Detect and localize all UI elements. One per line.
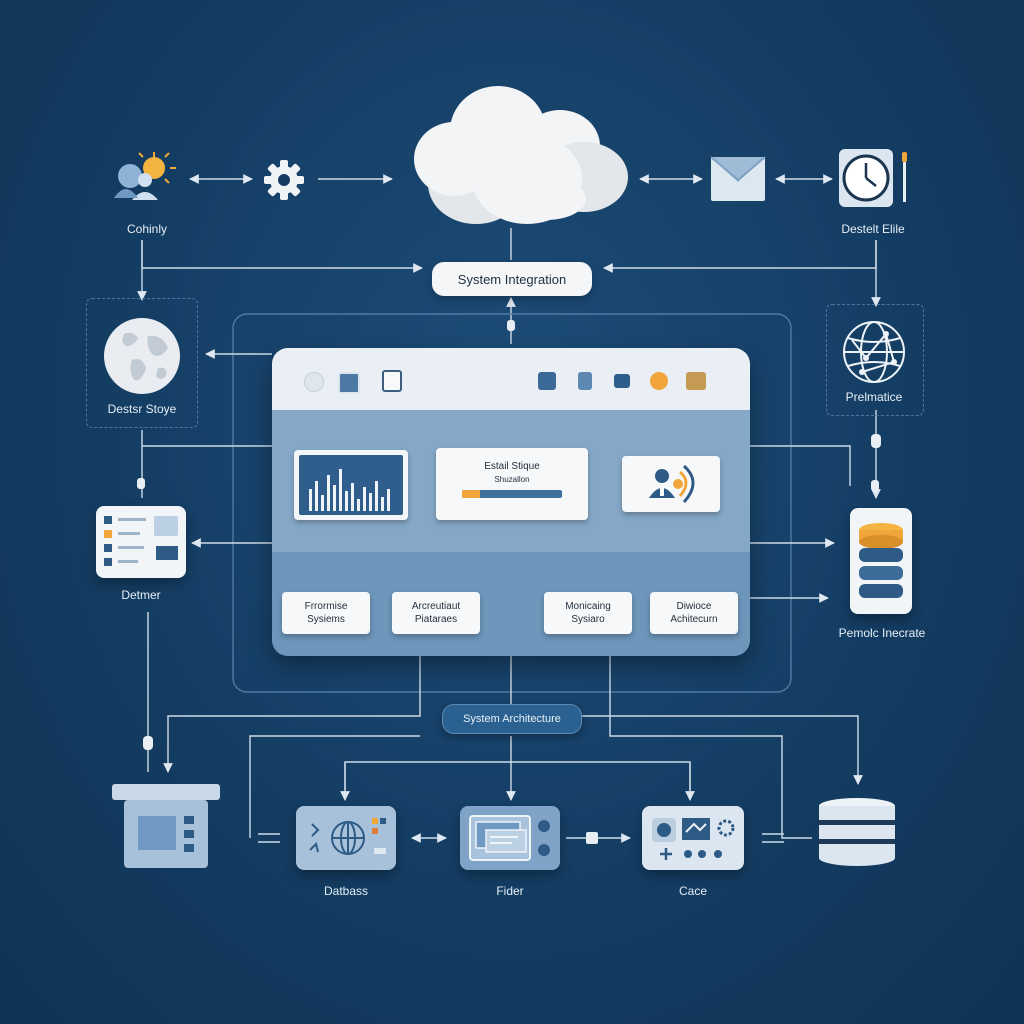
database-icon	[816, 796, 898, 872]
clock-icon	[838, 148, 912, 210]
card-label: Arcreutiaut	[411, 601, 461, 612]
server-monitor-icon	[110, 780, 222, 870]
control-device-icon	[642, 806, 744, 870]
detail-card-title: Estail Stique	[484, 461, 540, 472]
panel-toolbar	[272, 348, 750, 410]
network-globe-icon	[840, 318, 908, 386]
card-label: Sysiems	[307, 614, 345, 625]
detail-file-label: Destelt Elile	[841, 222, 905, 236]
user-signal-icon	[649, 464, 695, 504]
globe-icon	[102, 316, 182, 396]
enterprise-systems-card: Frrormise Sysiems	[282, 592, 370, 634]
user-feed-card	[622, 456, 720, 512]
community-label: Cohinly	[126, 222, 168, 236]
prematic-frame	[826, 304, 924, 416]
sun-user-icon	[108, 150, 180, 206]
mail-icon	[710, 156, 766, 202]
case-label: Cace	[678, 884, 707, 898]
gear-icon	[262, 158, 306, 202]
link-icon	[614, 374, 630, 388]
progress-bar	[462, 490, 562, 498]
screen-device-icon	[460, 806, 560, 870]
cloud-icon	[410, 82, 632, 230]
bar-chart-card	[294, 450, 408, 520]
card-label: Sysiaro	[571, 614, 605, 625]
globe-device-icon	[296, 806, 396, 870]
globe-small-icon	[304, 372, 324, 392]
monitoring-systems-card: Monicaing Sysiaro	[544, 592, 632, 634]
device-architecture-card: Diwioce Achitecurn	[650, 592, 738, 634]
window-icon	[338, 372, 360, 394]
chart-pie-icon	[650, 372, 668, 390]
card-label: Frrormise	[304, 601, 348, 612]
box-icon	[538, 372, 556, 390]
system-architecture-label: System Architecture	[442, 704, 582, 734]
calculator-icon	[382, 370, 402, 392]
page-title: System Integration	[432, 262, 592, 296]
document-icon	[578, 372, 592, 390]
desktop-store-label: Destsr Stoye	[107, 402, 177, 416]
database-label: Datbass	[323, 884, 369, 898]
detail-card-subtitle: Shuzallon	[494, 475, 530, 484]
card-label: Piataraes	[414, 614, 458, 625]
database-stack-icon	[850, 508, 912, 614]
list-device-icon	[96, 506, 186, 578]
deliver-label: Detmer	[121, 588, 161, 602]
card-label: Monicaing	[565, 601, 611, 612]
system-integration-label: System Integration	[457, 271, 567, 287]
system-architecture-text: System Architecture	[463, 713, 561, 725]
fider-label: Fider	[496, 884, 524, 898]
architecture-platforms-card: Arcreutiaut Piataraes	[392, 592, 480, 634]
central-dashboard-panel: Estail Stique Shuzallon Frrormise Sysiem…	[272, 348, 750, 656]
card-label: Achitecurn	[670, 614, 718, 625]
desktop-store-frame	[86, 298, 198, 428]
prematic-label: Prelmatice	[845, 390, 903, 404]
cart-icon	[686, 372, 706, 390]
card-label: Diwioce	[676, 601, 712, 612]
periodic-label: Pemolc Inecrate	[838, 626, 926, 640]
detail-style-card: Estail Stique Shuzallon	[436, 448, 588, 520]
